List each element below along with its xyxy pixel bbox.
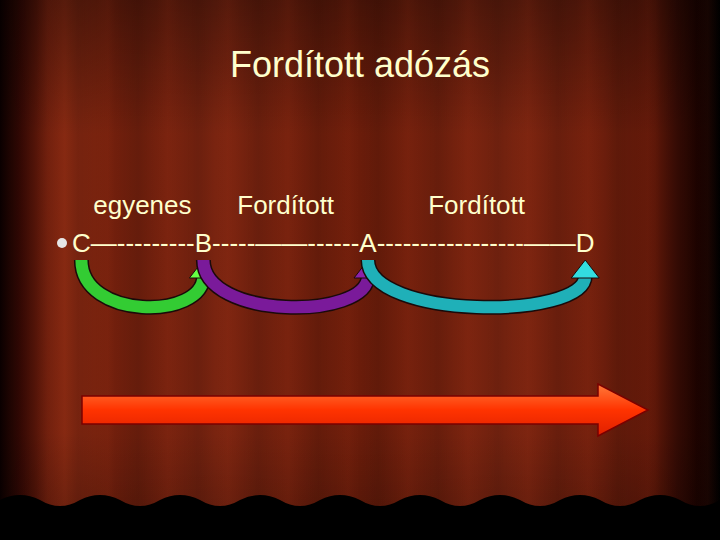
title: Fordított adózás	[0, 44, 720, 86]
curved-arrow-body	[81, 260, 203, 307]
edge-label: Fordított	[237, 190, 334, 220]
curved-arrow-outline	[368, 260, 585, 307]
node-letter: B	[195, 228, 212, 258]
stage-floor-scallop	[0, 495, 720, 540]
curved-arrow	[368, 260, 599, 307]
edge-label: egyenes	[93, 190, 191, 220]
dash-line: -----------------——	[377, 228, 576, 258]
letter-node: D	[576, 228, 595, 258]
curved-arrow	[203, 260, 382, 307]
dash-line: -----——------	[212, 228, 359, 258]
edge-label: Fordított	[428, 190, 525, 220]
node-letter: A	[359, 228, 376, 258]
curved-arrow-body	[203, 260, 368, 307]
letter-node: C	[72, 228, 91, 258]
node-letter: D	[576, 228, 595, 258]
curved-arrow-outline	[81, 260, 203, 307]
letter-row: C—---------B-----——------A--------------…	[72, 228, 595, 258]
arrowhead	[571, 260, 599, 278]
big-red-arrow	[82, 384, 648, 436]
node-letter: C	[72, 228, 91, 258]
letter-node: B	[195, 228, 212, 258]
curved-arrow-outline	[203, 260, 368, 307]
letter-node: A	[359, 228, 376, 258]
curved-arrow-body	[368, 260, 585, 307]
dash-line: —---------	[91, 228, 195, 258]
bullet-dot	[57, 238, 67, 248]
